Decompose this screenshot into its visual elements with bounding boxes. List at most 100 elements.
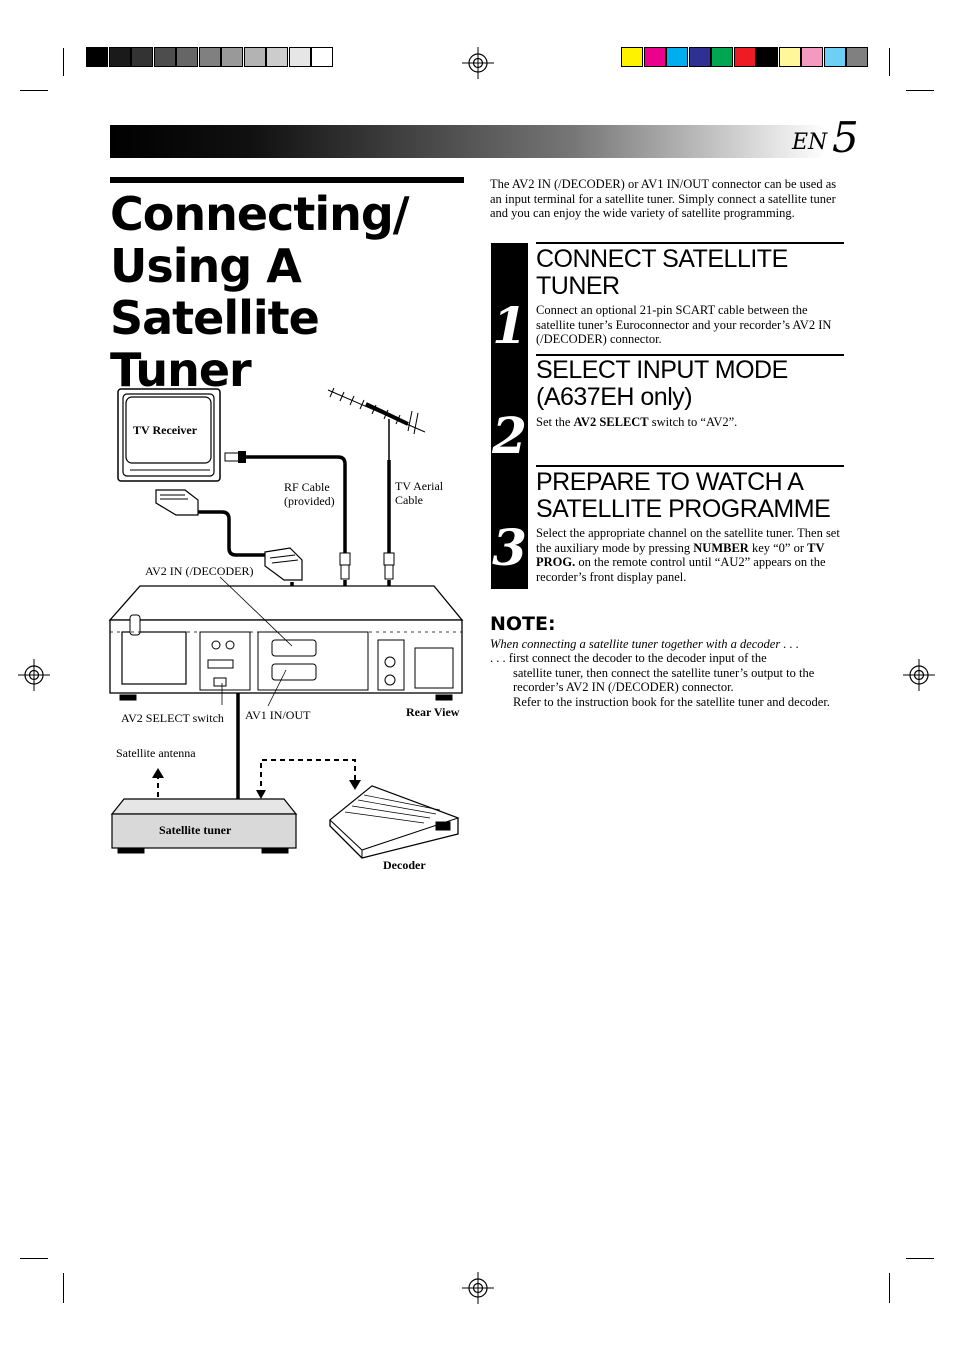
calibration-swatch [198, 47, 221, 67]
calibration-swatch [86, 47, 108, 67]
crop-mark [906, 90, 934, 91]
step-title-line: CONNECT SATELLITE [536, 245, 788, 273]
decoder-illustration [329, 785, 460, 859]
video-recorder-illustration [108, 585, 464, 701]
leader-lines [219, 576, 293, 707]
step-body-bold: NUMBER [693, 540, 749, 555]
arrow-down-icon [256, 790, 266, 799]
satellite-tuner-label: Satellite tuner [159, 823, 232, 837]
step-rule [536, 465, 844, 467]
calibration-swatch [266, 47, 288, 67]
page-title-line: Satellite Tuner [110, 291, 320, 397]
page-title-line: Using A [110, 239, 302, 293]
rear-view-label: Rear View [406, 705, 460, 719]
step-number: 1 [492, 296, 527, 355]
page-title: Connecting/ Using A Satellite Tuner [110, 188, 470, 396]
crop-mark [889, 1273, 890, 1303]
note-line: satellite tuner, then connect the satell… [513, 665, 815, 695]
registration-mark-icon [462, 47, 494, 79]
step-rule [536, 242, 844, 244]
step-body-text: on the remote control until “AU2” appear… [536, 555, 826, 584]
tv-aerial-antenna-illustration [327, 387, 426, 460]
av1-inout-label: AV1 IN/OUT [245, 708, 311, 722]
calibration-swatch [778, 47, 801, 67]
satellite-tuner-illustration [110, 798, 298, 854]
intro-paragraph: The AV2 IN (/DECODER) or AV1 IN/OUT conn… [490, 177, 837, 220]
calibration-swatch [801, 47, 823, 67]
title-rule [110, 177, 464, 183]
step-title-line: SATELLITE PROGRAMME [536, 495, 831, 523]
step-body-text: Set the [536, 415, 574, 429]
tv-receiver-label: TV Receiver [133, 423, 198, 437]
calibration-swatch [688, 47, 711, 67]
step-rule [536, 354, 844, 356]
crop-mark [889, 48, 890, 76]
note-title: NOTE: [490, 613, 556, 635]
tv-aerial-cable-label-line: TV Aerial [395, 479, 444, 493]
step-body: Connect an optional 21-pin SCART cable b… [536, 303, 832, 346]
calibration-swatch [823, 47, 846, 67]
page-number: 5 [832, 113, 859, 162]
crop-mark [63, 48, 64, 76]
rf-cable-label-line: RF Cable [284, 480, 330, 494]
registration-mark-icon [18, 659, 50, 691]
step-title: PREPARE TO WATCH A SATELLITE PROGRAMME [536, 469, 846, 523]
step-body-bold: TV PROG. [536, 540, 825, 570]
header-gradient-bar [110, 125, 826, 158]
calibration-swatch [621, 47, 643, 67]
crop-mark [63, 1273, 64, 1303]
calibration-swatch [221, 47, 243, 67]
page-title-line: Connecting/ [110, 187, 410, 241]
rf-plug-icon [224, 451, 395, 580]
step-title-line: PREPARE TO WATCH A [536, 468, 804, 496]
rf-cable-label-line: (provided) [284, 494, 335, 508]
step-number: 3 [492, 518, 527, 577]
step-title: CONNECT SATELLITE TUNER [536, 246, 846, 300]
crop-mark [20, 1258, 48, 1259]
step-title: SELECT INPUT MODE (A637EH only) [536, 357, 846, 411]
step-number: 2 [492, 406, 527, 465]
note-line: . . . first connect the decoder to the d… [490, 651, 767, 665]
note-lead: When connecting a satellite tuner togeth… [490, 637, 799, 651]
crop-mark [20, 90, 48, 91]
step-body-text: switch to “AV2”. [648, 415, 738, 429]
step-title-line: TUNER [536, 272, 620, 300]
scart-plug-icon [155, 489, 303, 581]
calibration-swatch [131, 47, 153, 67]
rf-cable-label: RF Cable (provided) [284, 480, 335, 508]
tv-receiver-illustration [117, 388, 221, 482]
step-title-line: (A637EH only) [536, 383, 693, 411]
calibration-swatch [108, 47, 131, 67]
calibration-swatch [288, 47, 311, 67]
calibration-swatch [643, 47, 666, 67]
arrows [157, 759, 356, 797]
av2-select-label: AV2 SELECT switch [121, 711, 224, 725]
tv-aerial-cable-label: TV Aerial Cable [395, 479, 443, 507]
calibration-swatch [756, 47, 778, 67]
av2-in-label: AV2 IN (/DECODER) [145, 564, 254, 578]
note-line: Refer to the instruction book for the sa… [513, 694, 830, 709]
calibration-swatch [846, 47, 868, 67]
registration-mark-icon [462, 1272, 494, 1304]
calibration-swatch [733, 47, 756, 67]
step-body-text: key “0” or [748, 540, 808, 555]
calibration-swatch [176, 47, 198, 67]
arrow-up-icon [152, 768, 164, 778]
step-number-bar [491, 243, 528, 589]
crop-mark [906, 1258, 934, 1259]
arrow-down-icon [349, 780, 361, 790]
step-body: Select the appropriate channel on the sa… [536, 526, 844, 584]
tv-aerial-cable-label-line: Cable [395, 493, 423, 507]
registration-mark-icon [903, 659, 935, 691]
step-body-bold: AV2 SELECT [573, 415, 649, 429]
decoder-label: Decoder [383, 858, 426, 872]
calibration-swatch [666, 47, 688, 67]
page-language: EN [792, 130, 828, 155]
step-body-text: Select the appropriate channel on the sa… [536, 526, 840, 555]
note-body: . . . first connect the decoder to the d… [490, 651, 835, 709]
step-body: Set the AV2 SELECT switch to “AV2”. [536, 415, 844, 430]
satellite-antenna-label: Satellite antenna [116, 746, 196, 760]
step-title-line: SELECT INPUT MODE [536, 356, 788, 384]
calibration-swatch [311, 47, 333, 67]
